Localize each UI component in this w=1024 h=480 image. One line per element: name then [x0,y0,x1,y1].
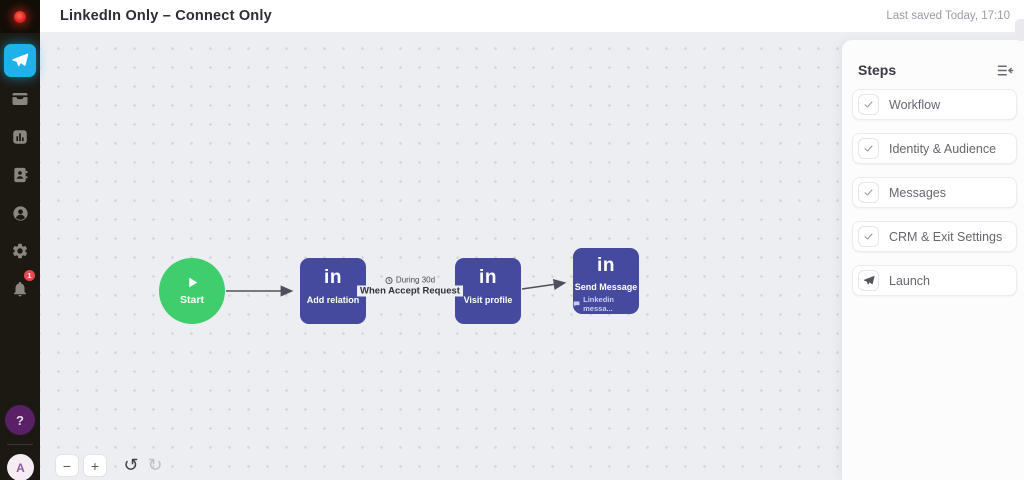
edge-condition-label: During 30d When Accept Request [357,275,463,297]
check-icon [864,189,873,196]
paper-plane-icon [12,52,29,66]
page-title: LinkedIn Only – Connect Only [60,8,272,24]
person-icon [12,205,28,221]
top-bar: LinkedIn Only – Connect Only Last saved … [40,0,1024,41]
checkbox[interactable] [858,226,879,247]
launch-icon-box[interactable] [858,270,879,291]
sidebar-item-notifications[interactable]: 1 [0,270,40,304]
top-bar-edge-button[interactable] [1015,19,1024,41]
step-label: CRM & Exit Settings [889,229,1003,244]
paper-plane-icon [863,275,875,285]
sidebar-item-inbox[interactable] [0,84,40,114]
visit-profile-label: Visit profile [463,295,513,305]
start-node[interactable]: Start [159,258,225,324]
steps-panel: Steps Workflow Identity & Audience Messa… [842,40,1024,480]
step-card-launch[interactable]: Launch [852,265,1017,296]
sidebar-item-settings[interactable] [0,236,40,266]
checkbox[interactable] [858,182,879,203]
linkedin-logo: in [479,267,497,288]
step-card-identity-audience[interactable]: Identity & Audience [852,133,1017,164]
redo-button[interactable]: ↻ [147,455,163,475]
notification-badge: 1 [24,270,35,281]
gear-icon [12,243,28,259]
sidebar-divider [7,444,33,445]
check-icon [864,145,873,152]
send-message-label: Send Message [574,282,638,292]
inbox-icon [12,93,28,105]
linkedin-logo: in [324,267,342,288]
step-card-crm-exit-settings[interactable]: CRM & Exit Settings [852,221,1017,252]
visit-profile-node[interactable]: in Visit profile [455,258,521,324]
edge-duration-text: During 30d [395,275,436,285]
sidebar-corner [0,0,40,33]
sidebar-item-campaigns[interactable] [4,44,36,77]
last-saved-status: Last saved Today, 17:10 [886,10,1010,22]
collapse-panel-icon[interactable] [997,63,1014,78]
step-label: Messages [889,185,946,200]
recording-indicator-dot [14,11,26,23]
message-icon [573,301,580,307]
sidebar: 1 ? A [0,0,40,480]
clock-icon [385,276,393,284]
step-card-workflow[interactable]: Workflow [852,89,1017,120]
linkedin-logo: in [597,255,615,276]
checkbox[interactable] [858,94,879,115]
bar-chart-icon [13,130,27,144]
sidebar-item-account[interactable] [0,198,40,228]
edge-condition-text: When Accept Request [357,285,463,297]
sidebar-item-contacts[interactable] [0,160,40,190]
steps-panel-title: Steps [858,62,897,78]
start-node-label: Start [180,294,204,306]
user-avatar[interactable]: A [7,454,34,480]
add-relation-label: Add relation [306,295,360,305]
help-button[interactable]: ? [5,405,35,435]
undo-button[interactable]: ↺ [123,455,139,475]
send-message-subtitle: Linkedin messa... [583,295,614,313]
bell-icon [14,281,26,297]
zoom-in-button[interactable]: + [83,454,107,477]
play-icon [188,277,197,288]
step-label: Workflow [889,97,941,112]
zoom-out-button[interactable]: − [55,454,79,477]
canvas-controls: − + ↺ ↻ [55,454,167,477]
check-icon [864,233,873,240]
step-label: Identity & Audience [889,141,997,156]
checkbox[interactable] [858,138,879,159]
add-relation-node[interactable]: in Add relation [300,258,366,324]
sidebar-item-statistics[interactable] [0,122,40,152]
step-card-messages[interactable]: Messages [852,177,1017,208]
step-label: Launch [889,273,931,288]
send-message-node[interactable]: in Send Message Linkedin messa... [573,248,639,314]
address-book-icon [14,167,28,183]
check-icon [864,101,873,108]
